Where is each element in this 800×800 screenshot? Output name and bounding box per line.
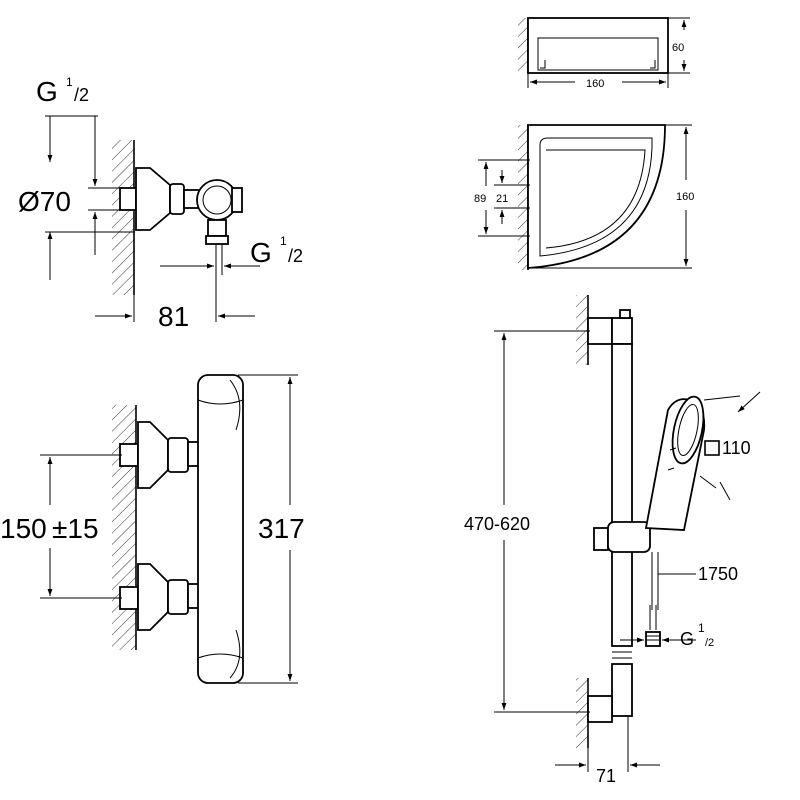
svg-text:1: 1 bbox=[280, 234, 287, 248]
thread-g-label-2: G bbox=[250, 237, 272, 268]
centres-tolerance: ±15 bbox=[52, 513, 99, 544]
svg-text:/2: /2 bbox=[74, 85, 89, 105]
shower-rail bbox=[611, 343, 633, 647]
shelf-view: 60 160 bbox=[518, 17, 690, 90]
shelf-width-label: 160 bbox=[586, 78, 604, 90]
thread-g-label: G bbox=[36, 76, 58, 107]
corner-partial-label: 21 bbox=[496, 193, 508, 205]
corner-depth-label: 89 bbox=[474, 193, 486, 205]
projection-label: 81 bbox=[158, 301, 189, 332]
corner-shelf-view: 160 89 21 bbox=[474, 124, 694, 270]
diameter-label: Ø70 bbox=[18, 186, 71, 217]
hose-length-label: 1750 bbox=[698, 564, 738, 584]
corner-shelf-outline bbox=[527, 124, 666, 269]
front-view-thermostat: 150 ±15 317 bbox=[0, 374, 305, 684]
shelf-height-label: 60 bbox=[672, 42, 684, 54]
svg-text:1: 1 bbox=[66, 75, 73, 89]
thermostat-body bbox=[197, 374, 244, 684]
shelf-body bbox=[527, 17, 669, 74]
handshower-size-label: 110 bbox=[722, 438, 751, 458]
centres-label: 150 bbox=[0, 513, 47, 544]
hose-thread-label: G bbox=[680, 629, 694, 649]
wall-hatch-2 bbox=[112, 405, 136, 650]
shower-rail-view: 470-620 110 1750 G 1 /2 71 bbox=[464, 295, 761, 786]
rail-projection-label: 71 bbox=[596, 766, 616, 786]
side-view-thermostat: G 1 /2 Ø70 G 1 /2 81 bbox=[18, 75, 303, 332]
svg-text:/2: /2 bbox=[288, 246, 303, 266]
svg-text:/2: /2 bbox=[705, 637, 714, 649]
body-length-label: 317 bbox=[258, 513, 305, 544]
rail-adjust-label: 470-620 bbox=[464, 514, 530, 534]
corner-size-label: 160 bbox=[676, 191, 694, 203]
wall-hatch bbox=[112, 140, 134, 295]
rosette bbox=[135, 167, 171, 231]
square-symbol bbox=[704, 440, 720, 456]
rail-slider bbox=[607, 521, 651, 553]
svg-text:1: 1 bbox=[698, 621, 705, 635]
